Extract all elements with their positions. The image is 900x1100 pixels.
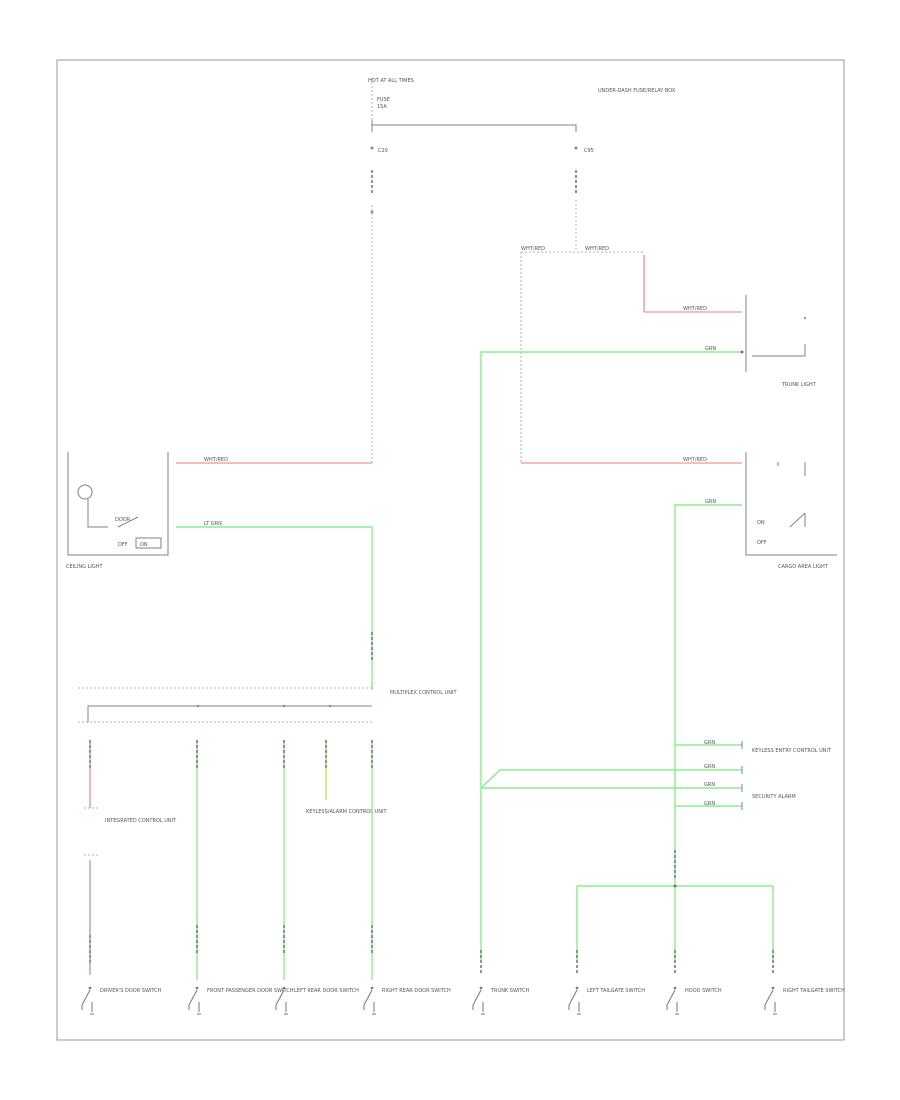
switch-label: FRONT PASSENGER DOOR SWITCH: [207, 988, 294, 994]
fuse-block: HOT AT ALL TIMES FUSE 15A UNDER-DASH FUS…: [368, 78, 676, 154]
door-switch-3: LEFT REAR DOOR SWITCH: [275, 986, 359, 1015]
door-switch-7: HOOD SWITCH: [666, 986, 722, 1015]
switch-label: DRIVER'S DOOR SWITCH: [100, 988, 162, 994]
svg-text:KEYLESS ENTRY CONTROL UNIT: KEYLESS ENTRY CONTROL UNIT: [752, 748, 832, 754]
keyless-note: KEYLESS/ALARM CONTROL UNIT: [306, 809, 387, 815]
switch-label: HOOD SWITCH: [685, 988, 722, 994]
door-switch-2: FRONT PASSENGER DOOR SWITCH: [188, 986, 294, 1015]
switch-label: RIGHT TAILGATE SWITCH: [783, 988, 845, 994]
dash-unit-label: INTEGRATED CONTROL UNIT: [105, 818, 177, 824]
splice-label-1: WHT/RED: [521, 246, 545, 252]
svg-text:TRUNK LIGHT: TRUNK LIGHT: [781, 382, 817, 388]
svg-text:GRN: GRN: [704, 740, 715, 746]
svg-text:15A: 15A: [377, 104, 387, 110]
svg-text:MULTIPLEX CONTROL UNIT: MULTIPLEX CONTROL UNIT: [390, 690, 457, 696]
right-connector-2: GRN: [704, 764, 743, 774]
svg-text:OFF: OFF: [118, 542, 128, 548]
wire-label-grn-trunk: GRN: [705, 346, 716, 352]
right-connector-3: GRN SECURITY ALARM: [704, 782, 796, 800]
svg-text:CEILING LIGHT: CEILING LIGHT: [66, 564, 103, 570]
trunk-light: TRUNK LIGHT: [745, 295, 817, 388]
diagram-frame: [56, 59, 845, 1041]
svg-text:OFF: OFF: [757, 540, 767, 546]
svg-text:ON: ON: [140, 542, 148, 548]
wire-label-wht-red-left: WHT/RED: [204, 457, 228, 463]
switch-label: LEFT REAR DOOR SWITCH: [294, 988, 359, 994]
right-connector-1: GRN KEYLESS ENTRY CONTROL UNIT: [704, 740, 832, 754]
svg-text:SECURITY ALARM: SECURITY ALARM: [752, 794, 796, 800]
right-connector-4: GRN: [704, 801, 743, 810]
splice-label-2: WHT/RED: [585, 246, 609, 252]
door-switch-5: TRUNK SWITCH: [472, 986, 530, 1015]
door-switch-4: RIGHT REAR DOOR SWITCH: [363, 986, 451, 1015]
svg-text:FUSE: FUSE: [377, 97, 390, 103]
cargo-area-light: ON OFF CARGO AREA LIGHT: [745, 452, 837, 570]
svg-text:GRN: GRN: [704, 801, 715, 807]
door-switch-6: LEFT TAILGATE SWITCH: [568, 986, 645, 1015]
connector-c95: C95: [584, 148, 594, 154]
wire-label-wht-red-trunk: WHT/RED: [683, 306, 707, 312]
switch-label: LEFT TAILGATE SWITCH: [587, 988, 645, 994]
door-switch-8: RIGHT TAILGATE SWITCH: [764, 986, 845, 1015]
wire-label-wht-red-cargo: WHT/RED: [683, 457, 707, 463]
connector-c20: C20: [378, 148, 388, 154]
switch-label: TRUNK SWITCH: [490, 988, 530, 994]
svg-text:DOOR: DOOR: [115, 517, 131, 523]
control-unit-bus: MULTIPLEX CONTROL UNIT: [78, 687, 457, 723]
ceiling-light: DOOR ON OFF CEILING LIGHT: [66, 452, 169, 570]
door-switch-1: DRIVER'S DOOR SWITCH: [81, 986, 162, 1015]
svg-text:UNDER-DASH FUSE/RELAY BOX: UNDER-DASH FUSE/RELAY BOX: [598, 88, 676, 94]
svg-text:GRN: GRN: [704, 764, 715, 770]
switch-label: RIGHT REAR DOOR SWITCH: [382, 988, 451, 994]
svg-text:CARGO AREA LIGHT: CARGO AREA LIGHT: [778, 564, 829, 570]
svg-text:GRN: GRN: [704, 782, 715, 788]
wire-label-grn-cargo: GRN: [705, 499, 716, 505]
svg-text:HOT AT ALL TIMES: HOT AT ALL TIMES: [368, 78, 414, 84]
wire-label-lt-grn: LT GRN: [204, 521, 222, 527]
svg-text:ON: ON: [757, 520, 765, 526]
